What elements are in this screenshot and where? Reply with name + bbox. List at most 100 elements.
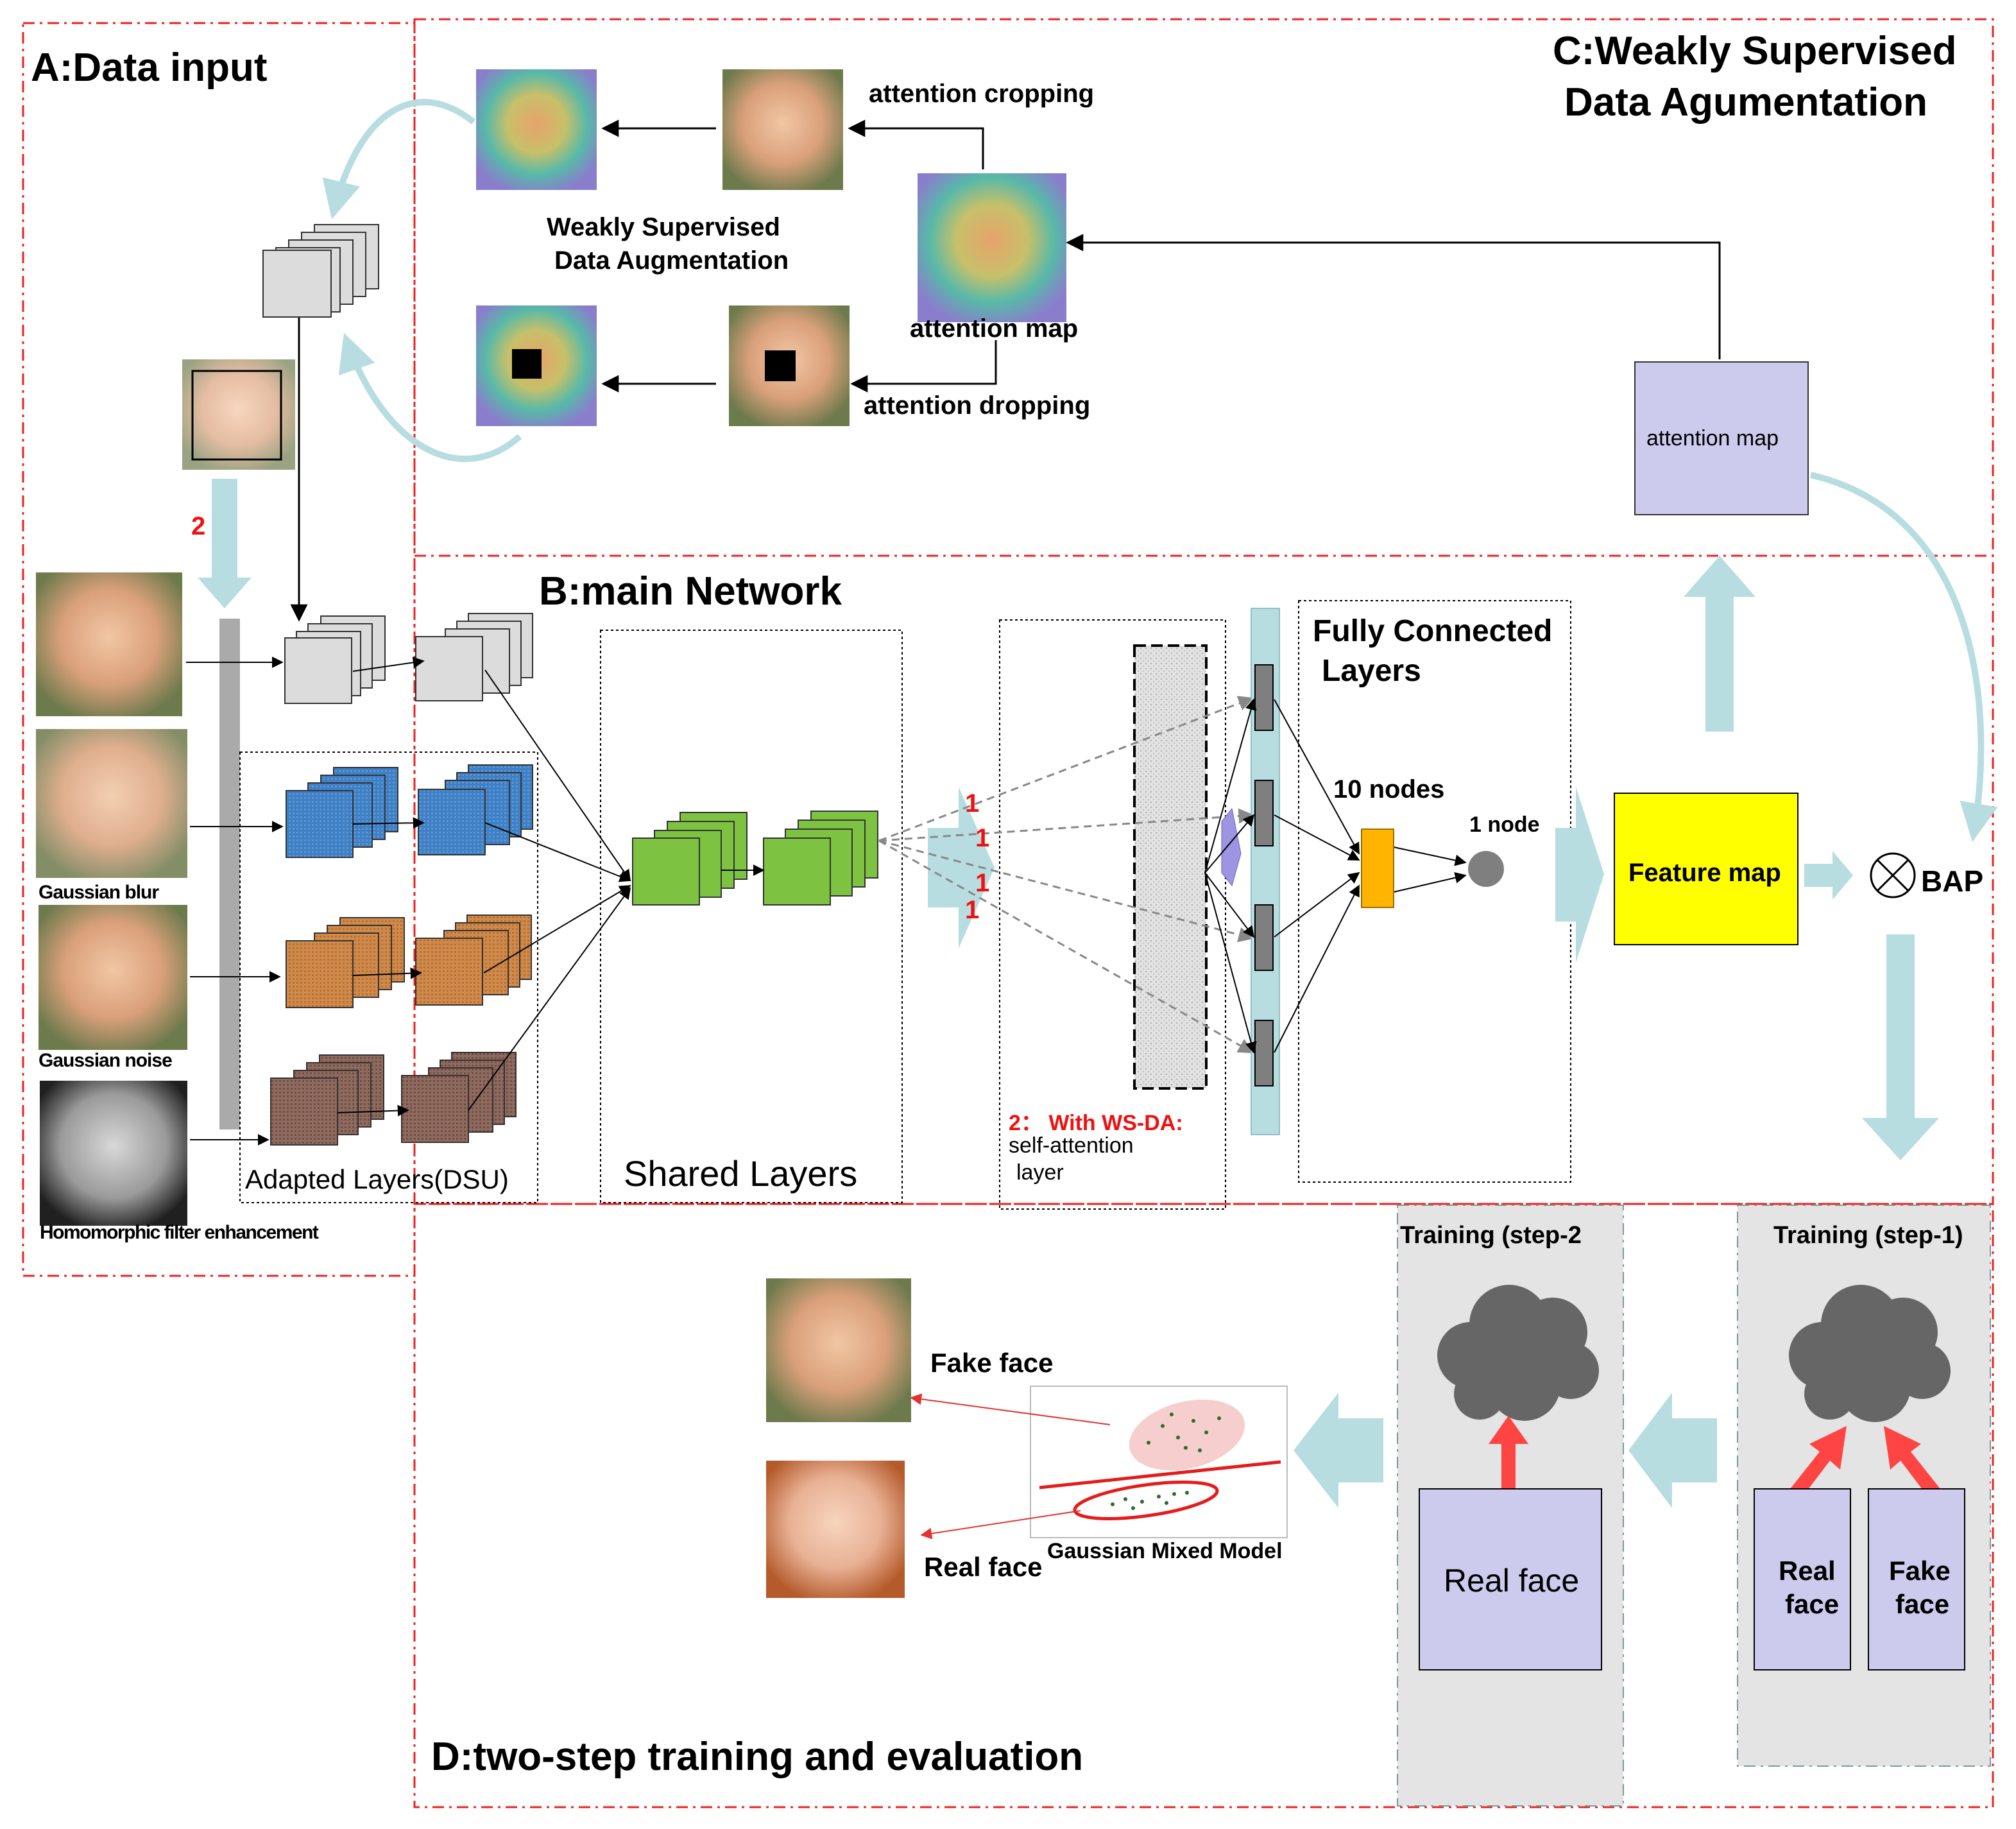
cloud-step1-icon [1789, 1285, 1951, 1422]
section-borders [22, 18, 1994, 1808]
gmm-real-cluster [1073, 1481, 1219, 1520]
feature-map-box [1614, 793, 1798, 945]
curve-heat-to-stack [322, 99, 476, 219]
red-arrow-step2 [1489, 1416, 1528, 1490]
fake-face-small-label-1: Fake [1889, 1556, 1951, 1586]
mark-1-c: 1 [975, 869, 990, 897]
purple-arrow [1221, 807, 1242, 887]
face-homomorphic [40, 1081, 187, 1226]
mark-1-d: 1 [965, 896, 980, 924]
self-attention-column [1133, 644, 1208, 1090]
attention-map-img-label: attention map [910, 314, 1079, 343]
ten-nodes-label: 10 nodes [1333, 775, 1445, 803]
stack-orange-1 [286, 917, 405, 1008]
face-blur [36, 729, 187, 878]
wsda-arrows [290, 119, 1721, 622]
stack-brown-1 [270, 1054, 384, 1146]
attention-map-box-label: attention map [1646, 426, 1779, 451]
arrow-down-to-training [1862, 934, 1939, 1160]
section-a-title: A:Data input [31, 46, 268, 90]
red-arrow-step1-right [1884, 1426, 1940, 1498]
real-face-output-image [766, 1461, 905, 1598]
attention-cropping-label: attention cropping [869, 80, 1095, 108]
gmm-decision-line [1039, 1460, 1281, 1490]
arrow-feature-to-bap [1804, 851, 1853, 900]
adapted-layers-label: Adapted Layers(DSU) [245, 1164, 509, 1194]
arrow-fc-to-feature [1555, 787, 1604, 963]
training-step1-title: Training (step-1) [1773, 1222, 1963, 1249]
stack-blue-2 [418, 764, 533, 855]
teal-nodes [1254, 664, 1274, 1086]
weakly-supervised-label-2: Data Augmentation [554, 246, 789, 275]
training-step2-title: Training (step-2 [1400, 1222, 1582, 1249]
self-attention-box [999, 619, 1226, 1210]
self-attention-label-1: self-attention [1009, 1133, 1134, 1158]
arrow-up-to-attmap [1684, 556, 1755, 732]
gaussian-noise-label: Gaussian noise [38, 1050, 173, 1071]
gaussian-blur-label: Gaussian blur [38, 882, 159, 903]
gmm-output-arrows [910, 1393, 1111, 1540]
attention-map-box [1634, 361, 1809, 515]
shared-layers-label: Shared Layers [624, 1153, 858, 1194]
self-attention-label-2: layer [1016, 1160, 1064, 1185]
column-to-nodes [1204, 698, 1257, 1054]
real-face-small-box [1754, 1488, 1851, 1670]
fake-face-output-label: Fake face [930, 1348, 1054, 1378]
section-c-title-line2: Data Agumentation [1564, 80, 1928, 125]
arrow-map-to-crop [848, 119, 984, 169]
one-node-label: 1 node [1469, 812, 1540, 837]
gray-bar [219, 619, 240, 1129]
real-face-big-label: Real face [1444, 1563, 1580, 1599]
dsu-box [239, 751, 538, 1203]
curve-attmap-to-bap [1809, 472, 1998, 842]
one-node [1468, 851, 1504, 887]
fake-face-small-label-2: face [1895, 1589, 1950, 1619]
attention-dropping-label: attention dropping [864, 391, 1091, 420]
wsda-faces [476, 69, 1066, 426]
weakly-supervised-label-1: Weakly Supervised [547, 213, 780, 241]
arrow-step1-to-step2 [1628, 1393, 1717, 1508]
drop-black-square-1 [512, 349, 542, 379]
crop-face [722, 69, 843, 190]
real-face-small-label-2: face [1785, 1589, 1840, 1619]
shared-layers-box [600, 630, 903, 1203]
fc-layers-box [1298, 600, 1571, 1183]
feature-map-label: Feature map [1628, 859, 1781, 887]
gmm-label: Gaussian Mixed Model [1047, 1539, 1283, 1563]
stack-blue-1 [286, 767, 398, 858]
stack-orange-2 [415, 914, 532, 1006]
section-b-title: B:main Network [539, 569, 842, 614]
stack-gray-1 [284, 615, 386, 704]
arrow-step2-to-gmm [1294, 1393, 1383, 1508]
attention-links [878, 696, 1254, 1054]
stack-green-2 [763, 811, 878, 906]
input-links [186, 657, 284, 1146]
face-noise [38, 905, 187, 1050]
real-face-small-label-1: Real [1779, 1556, 1836, 1586]
arrow-map-to-drop [850, 340, 997, 393]
fake-face-small-box [1868, 1488, 1965, 1670]
curved-arrows [322, 99, 1998, 842]
arrow-label-2: 2 [191, 512, 206, 540]
aug-stack [262, 224, 379, 318]
face-original [36, 572, 182, 716]
with-wsda-label: 2： With WS-DA: [1009, 1111, 1183, 1135]
mark-1-a: 1 [965, 789, 980, 818]
gmm-fake-cluster [1129, 1399, 1245, 1471]
mark-1-b: 1 [975, 824, 990, 852]
stack-brown-2 [401, 1052, 517, 1143]
ten-node-bar [1361, 829, 1394, 908]
bap-label: BAP [1921, 864, 1984, 898]
curve-drop-to-stack [338, 332, 522, 462]
attention-crop-face-heat [476, 69, 597, 190]
stack-gray-2 [415, 613, 533, 701]
homomorphic-label: Homomorphic filter enhancement [40, 1222, 319, 1243]
fc-links [1274, 699, 1467, 1053]
real-face-box [1419, 1488, 1602, 1670]
fake-face-output-image [766, 1278, 911, 1422]
arrow-shared-to-attention [928, 787, 995, 949]
fc-label-2: Layers [1322, 654, 1421, 688]
stack-green-1 [632, 812, 747, 906]
